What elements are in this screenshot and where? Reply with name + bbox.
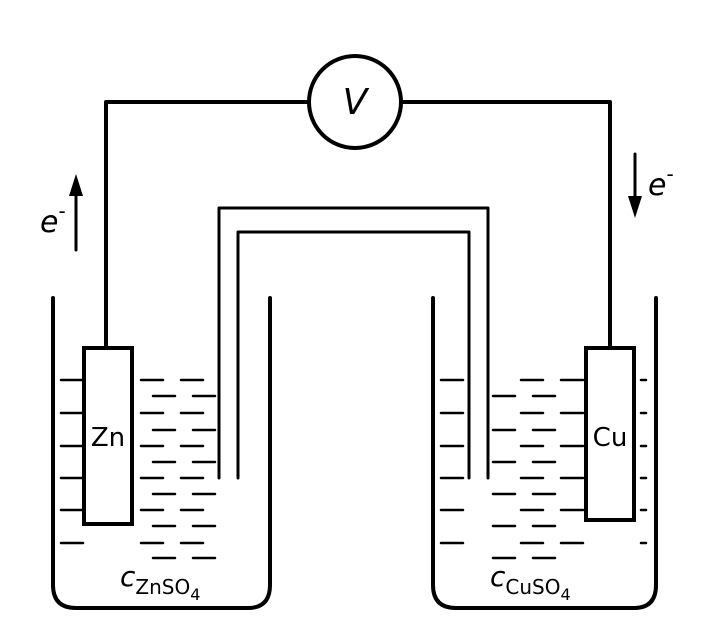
copper-electrode <box>584 346 636 522</box>
left-beaker <box>51 296 272 610</box>
right-electron-arrow <box>628 152 642 218</box>
copper-sulfate-concentration-label: cCuSO4 <box>490 560 571 604</box>
voltmeter-circle <box>307 54 403 150</box>
left-solution <box>59 378 217 560</box>
zinc-electrode <box>82 346 134 526</box>
zinc-sulfate-concentration-label: cZnSO4 <box>120 560 200 604</box>
copper-electrode-label: Cu <box>593 423 628 453</box>
left-electron-label: e- <box>40 199 66 240</box>
circuit-wire-left <box>104 100 311 350</box>
left-electron-arrow <box>69 174 83 252</box>
right-electron-label: e- <box>648 162 674 203</box>
circuit-wire-right <box>399 100 612 350</box>
salt-bridge-inner <box>236 230 471 480</box>
salt-bridge-outer <box>217 206 490 480</box>
zinc-electrode-label: Zn <box>91 423 125 453</box>
voltmeter-label: V <box>343 82 370 123</box>
right-solution <box>439 378 648 560</box>
right-beaker <box>431 296 658 610</box>
